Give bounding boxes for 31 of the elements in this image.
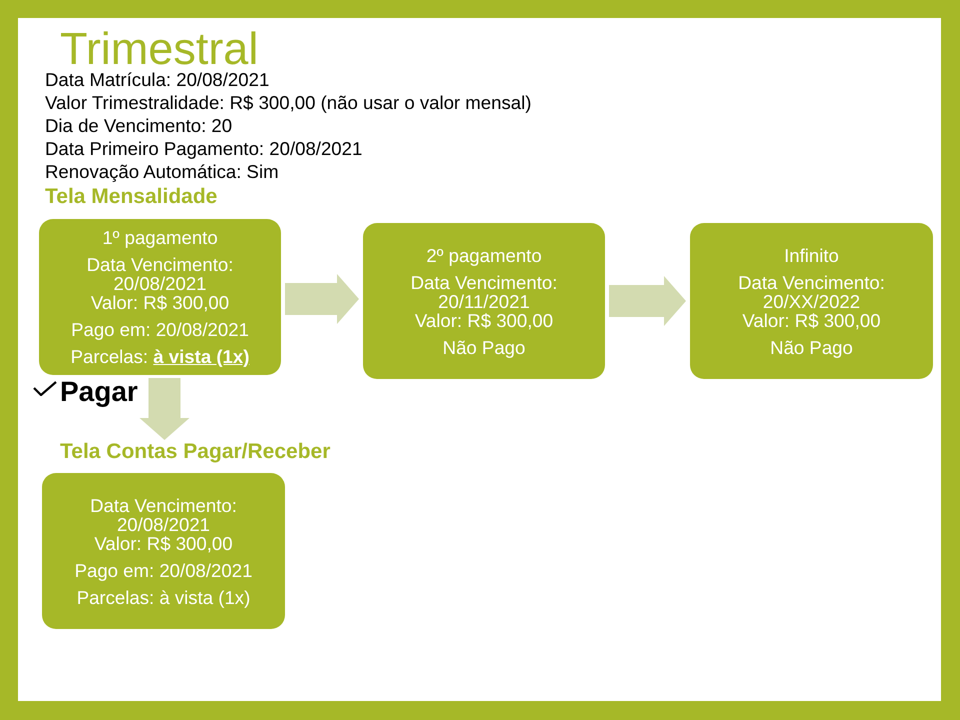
box-text: Data Vencimento: 20/11/2021 bbox=[410, 272, 558, 310]
box-text: Valor: R$ 300,00 bbox=[414, 310, 554, 330]
box-text: Data Vencimento: 20/08/2021 bbox=[89, 496, 238, 534]
process-box bbox=[42, 473, 285, 629]
process-box bbox=[39, 219, 281, 375]
process-box bbox=[690, 223, 933, 379]
box-text: Pago em: 20/08/2021 bbox=[70, 320, 250, 339]
block-arrow bbox=[609, 276, 686, 326]
box-text: Valor: R$ 300,00 bbox=[93, 534, 234, 552]
info-text: Valor Trimestralidade: R$ 300,00 (não usar o valor mensal) bbox=[45, 91, 532, 114]
box-text: Valor: R$ 300,00 bbox=[90, 293, 230, 312]
box-text: Infinito bbox=[783, 246, 840, 264]
info-text: Data Primeiro Pagamento: 20/08/2021 bbox=[45, 137, 362, 160]
box-text: 1º pagamento bbox=[101, 228, 219, 247]
box-text: Pago em: 20/08/2021 bbox=[74, 560, 254, 580]
process-box bbox=[363, 223, 605, 379]
info-text: Renovação Automática: Sim bbox=[45, 160, 279, 183]
block-arrow bbox=[285, 274, 359, 324]
box-text: 2º pagamento bbox=[425, 246, 543, 264]
box-text: Não Pago bbox=[769, 338, 854, 356]
block-arrow bbox=[140, 378, 190, 440]
box-text: Data Vencimento: 20/08/2021 bbox=[86, 255, 234, 293]
box-text: Parcelas: à vista (1x) bbox=[76, 588, 252, 606]
edge-label: Pagar bbox=[60, 376, 138, 407]
box-text: Não Pago bbox=[442, 338, 526, 356]
section-heading: Tela Mensalidade bbox=[45, 185, 218, 209]
box-text: Parcelas: à vista (1x) bbox=[70, 347, 250, 366]
box-text: Data Vencimento: 20/XX/2022 bbox=[737, 272, 886, 310]
box-text: Valor: R$ 300,00 bbox=[741, 310, 882, 330]
section-heading: Tela Contas Pagar/Receber bbox=[60, 440, 330, 464]
info-text: Dia de Vencimento: 20 bbox=[45, 114, 232, 137]
